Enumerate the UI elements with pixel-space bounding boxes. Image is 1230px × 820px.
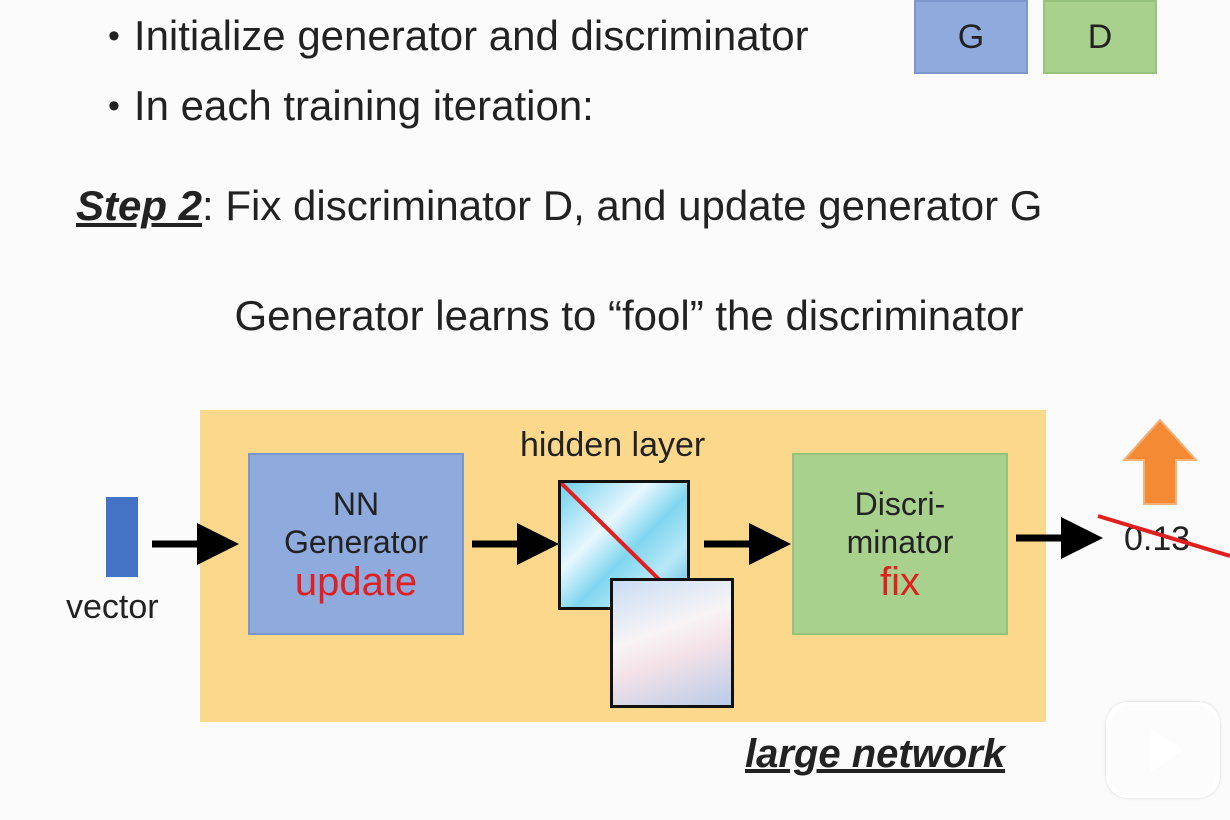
discriminator-legend-box: D <box>1043 0 1157 74</box>
input-vector <box>106 497 138 577</box>
hidden-layer-label: hidden layer <box>520 426 706 464</box>
bullet-text: Initialize generator and discriminator <box>133 12 809 59</box>
generator-action: update <box>294 560 418 604</box>
bullet-dot: • <box>108 86 120 125</box>
step-label: Step 2 <box>76 182 203 229</box>
step-heading: Step 2: Fix discriminator D, and update … <box>76 182 1042 230</box>
bullet-iteration: • In each training iteration: <box>108 82 594 130</box>
large-network-label: large network <box>745 732 1006 776</box>
discriminator-line1: Discri- <box>854 486 946 522</box>
discriminator-line2: minator <box>846 524 954 560</box>
generator-line2: Generator <box>283 524 429 560</box>
play-icon <box>1150 728 1184 772</box>
play-button[interactable] <box>1106 702 1220 798</box>
subtitle: Generator learns to “fool” the discrimin… <box>234 292 1024 339</box>
bullet-initialize: • Initialize generator and discriminator <box>108 12 809 60</box>
up-arrow-icon <box>1121 418 1199 505</box>
discriminator-box: Discri- minator fix <box>792 453 1008 635</box>
discriminator-action: fix <box>880 560 920 604</box>
score-strike-line <box>1097 514 1230 558</box>
bullet-dot: • <box>108 16 120 55</box>
bullet-text: In each training iteration: <box>133 82 594 129</box>
vector-label: vector <box>66 588 159 626</box>
generator-box: NN Generator update <box>248 453 464 635</box>
generated-image <box>610 578 734 708</box>
generator-line1: NN <box>332 486 380 522</box>
generator-legend-box: G <box>914 0 1028 74</box>
step-text: : Fix discriminator D, and update genera… <box>202 182 1043 229</box>
